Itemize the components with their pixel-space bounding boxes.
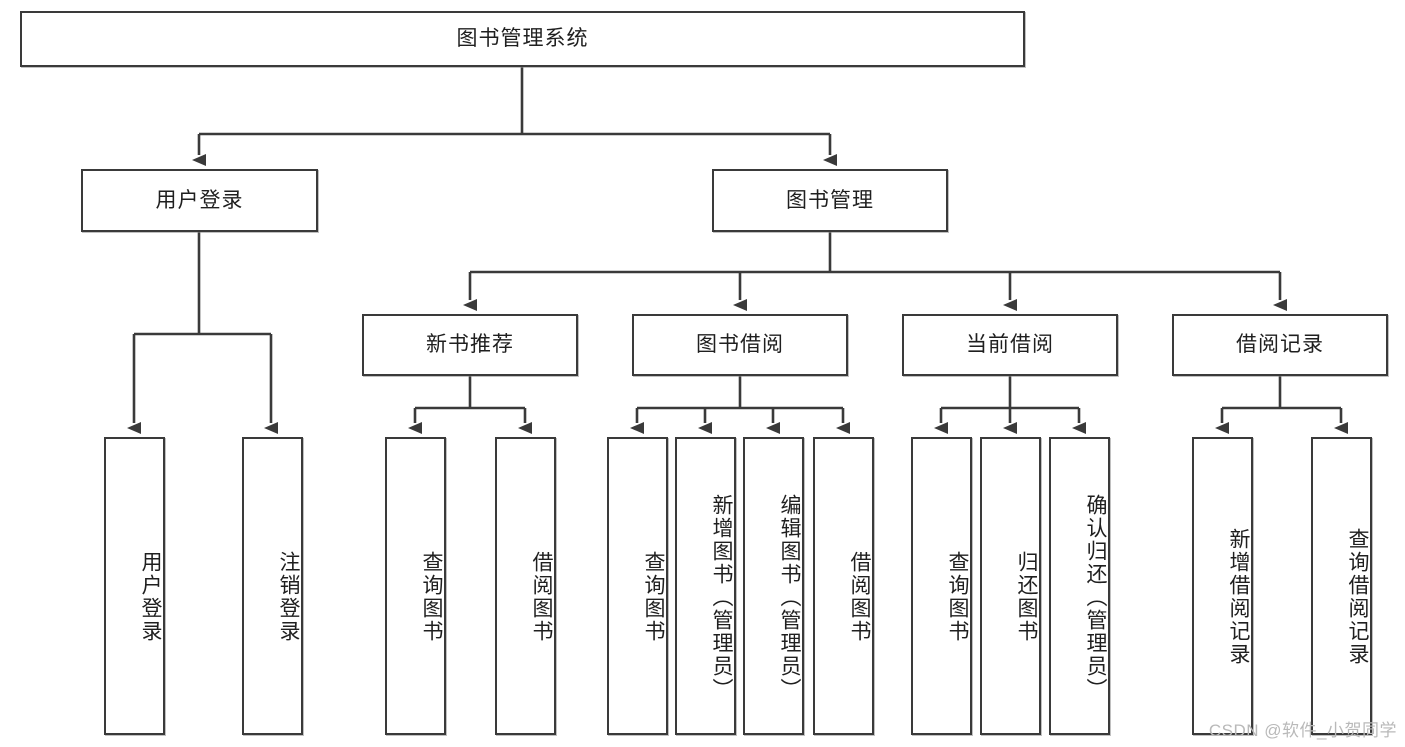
- node-borrow-record[interactable]: 借阅记录: [1172, 314, 1388, 376]
- leaf-new-book-borrow[interactable]: 借阅图书: [495, 437, 556, 735]
- leaf-current-return-book[interactable]: 归还图书: [980, 437, 1041, 735]
- node-label: 图书借阅: [696, 333, 784, 357]
- leaf-borrow-borrow-book[interactable]: 借阅图书: [813, 437, 874, 735]
- node-label: 图书管理: [786, 188, 874, 212]
- leaf-borrow-query-book[interactable]: 查询图书: [607, 437, 668, 735]
- node-label: 用户登录: [139, 551, 162, 643]
- node-label: 注销登录: [277, 551, 300, 643]
- node-root-system[interactable]: 图书管理系统: [20, 11, 1025, 67]
- node-book-borrow[interactable]: 图书借阅: [632, 314, 848, 376]
- node-label: 查询借阅记录: [1346, 528, 1369, 666]
- node-label: 新增借阅记录: [1227, 528, 1250, 666]
- leaf-user-login-logout[interactable]: 注销登录: [242, 437, 303, 735]
- node-label: 用户登录: [155, 188, 244, 212]
- node-label: 归还图书: [1015, 551, 1038, 643]
- node-label: 当前借阅: [966, 333, 1054, 357]
- leaf-new-book-query[interactable]: 查询图书: [385, 437, 446, 735]
- leaf-record-query[interactable]: 查询借阅记录: [1311, 437, 1372, 735]
- node-new-book-recommend[interactable]: 新书推荐: [362, 314, 578, 376]
- node-book-management[interactable]: 图书管理: [712, 169, 948, 232]
- node-label: 借阅图书: [530, 551, 553, 643]
- node-label: 新书推荐: [426, 333, 514, 357]
- node-label: 确认归还（管理员）: [1084, 493, 1107, 701]
- node-label: 查询图书: [946, 551, 969, 643]
- node-user-login[interactable]: 用户登录: [81, 169, 318, 232]
- node-label: 编辑图书（管理员）: [778, 493, 801, 701]
- node-label: 查询图书: [420, 551, 443, 643]
- node-label: 查询图书: [642, 551, 665, 643]
- leaf-user-login-login[interactable]: 用户登录: [104, 437, 165, 735]
- leaf-record-add[interactable]: 新增借阅记录: [1192, 437, 1253, 735]
- watermark-text: CSDN @软件_小贺同学: [1208, 721, 1397, 740]
- leaf-current-confirm-return[interactable]: 确认归还（管理员）: [1049, 437, 1110, 735]
- leaf-current-query-book[interactable]: 查询图书: [911, 437, 972, 735]
- leaf-borrow-add-book[interactable]: 新增图书（管理员）: [675, 437, 736, 735]
- node-label: 借阅记录: [1236, 333, 1324, 357]
- node-current-borrow[interactable]: 当前借阅: [902, 314, 1118, 376]
- node-label: 图书管理系统: [456, 27, 589, 51]
- node-label: 新增图书（管理员）: [710, 493, 733, 701]
- node-label: 借阅图书: [848, 551, 871, 643]
- leaf-borrow-edit-book[interactable]: 编辑图书（管理员）: [743, 437, 804, 735]
